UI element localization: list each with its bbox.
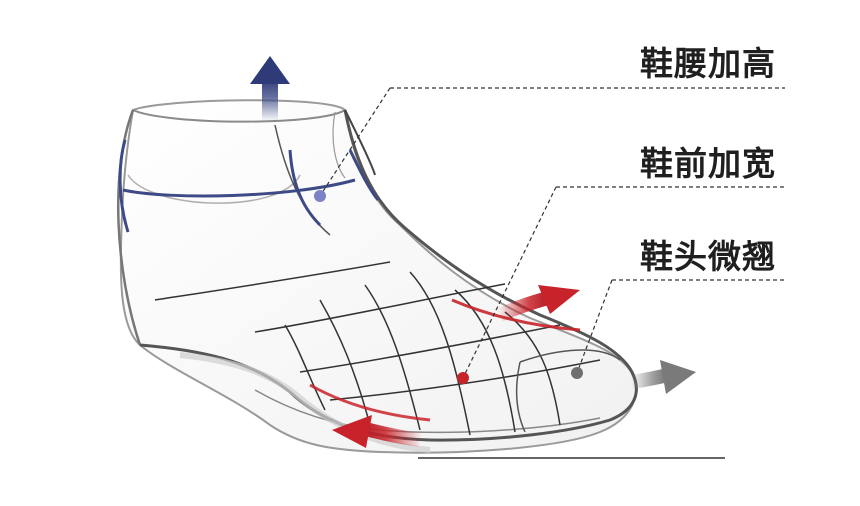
toe-arrow-icon — [630, 360, 696, 394]
collar-band — [118, 139, 380, 233]
shoe-last-body — [116, 99, 638, 454]
callout-toe — [571, 279, 785, 379]
label-toe-spring: 鞋头微翘 — [640, 237, 776, 276]
up-arrow-icon — [250, 56, 290, 120]
heel-arrow-icon — [332, 415, 422, 448]
label-collar-raise: 鞋腰加高 — [640, 44, 776, 83]
forefoot-arrow-icon — [497, 285, 580, 322]
toe-marker — [571, 367, 583, 379]
callout-forefoot — [457, 186, 785, 384]
forefoot-marker — [457, 372, 469, 384]
callout-collar — [314, 87, 785, 202]
label-forefoot-widen: 鞋前加宽 — [640, 144, 776, 183]
collar-marker — [314, 190, 326, 202]
